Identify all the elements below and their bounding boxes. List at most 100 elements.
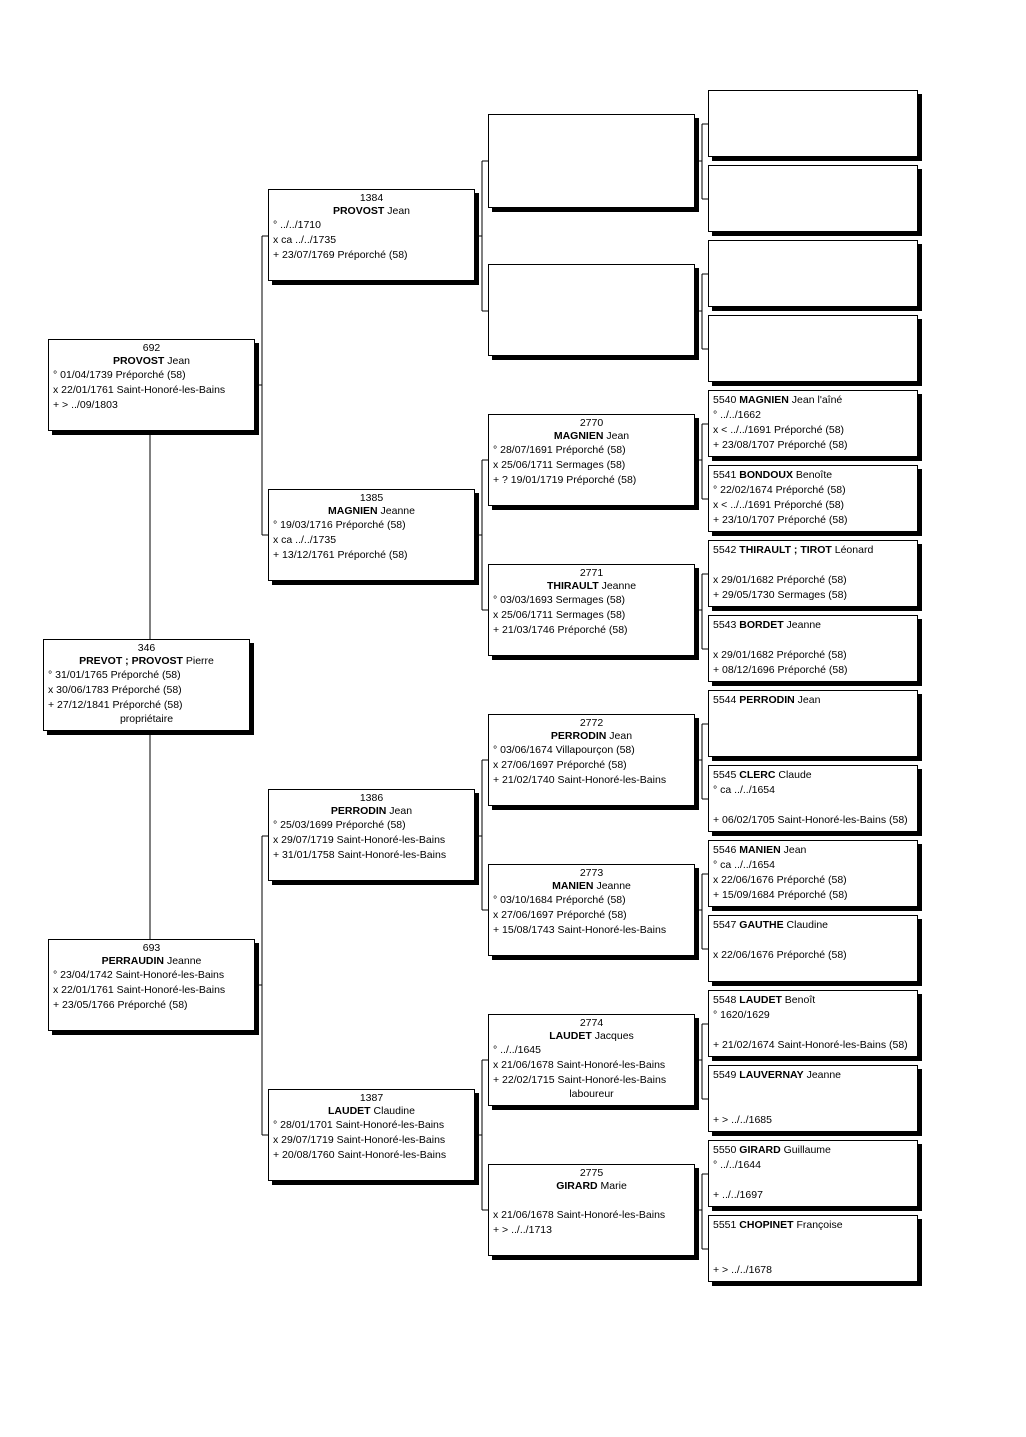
death-line: + 23/05/1766 Préporché (58) bbox=[53, 999, 188, 1011]
sosa-number: 1387 bbox=[359, 1092, 384, 1104]
birth-line bbox=[713, 1233, 913, 1248]
surname: GIRARD bbox=[739, 1144, 781, 1156]
person-card-346[interactable]: 346 PREVOT ; PROVOST Pierre ° 31/01/1765… bbox=[43, 639, 250, 731]
person-card-2773[interactable]: 2773 MANIEN Jeanne ° 03/10/1684 Préporch… bbox=[488, 864, 695, 956]
birth-line: ° 25/03/1699 Préporché (58) bbox=[273, 819, 406, 831]
death-line: + 23/10/1707 Préporché (58) bbox=[713, 514, 848, 526]
given-name: Claudine bbox=[786, 919, 828, 931]
given-name: Jean bbox=[797, 694, 821, 706]
birth-line: ° ../../1710 bbox=[273, 219, 321, 231]
person-card-2771[interactable]: 2771 THIRAULT Jeanne ° 03/03/1693 Sermag… bbox=[488, 564, 695, 656]
person-card-5540[interactable]: 5540 MAGNIEN Jean l'aîné ° ../../1662 x … bbox=[708, 390, 918, 457]
birth-line bbox=[713, 633, 913, 648]
death-line: + 21/03/1746 Préporché (58) bbox=[493, 624, 628, 636]
person-card-5545[interactable]: 5545 CLERC Claude ° ca ../../1654 + 06/0… bbox=[708, 765, 918, 832]
person-card-5549[interactable]: 5549 LAUVERNAY Jeanne + > ../../1685 bbox=[708, 1065, 918, 1132]
given-name: Jean bbox=[167, 355, 191, 367]
given-name: Pierre bbox=[185, 655, 214, 667]
surname: MANIEN bbox=[552, 880, 594, 892]
surname: PERRODIN bbox=[739, 694, 795, 706]
person-card-1386[interactable]: 1386 PERRODIN Jean ° 25/03/1699 Préporch… bbox=[268, 789, 475, 881]
given-name: Jeanne bbox=[380, 505, 415, 517]
marriage-line: x 22/01/1761 Saint-Honoré-les-Bains bbox=[53, 384, 226, 396]
death-line: + 15/08/1743 Saint-Honoré-les-Bains bbox=[493, 924, 667, 936]
sosa-number: 5541 bbox=[713, 469, 737, 481]
death-line: + 21/02/1740 Saint-Honoré-les-Bains bbox=[493, 774, 667, 786]
person-card-2772[interactable]: 2772 PERRODIN Jean ° 03/06/1674 Villapou… bbox=[488, 714, 695, 806]
marriage-line: x 29/07/1719 Saint-Honoré-les-Bains bbox=[273, 834, 446, 846]
person-card-5551[interactable]: 5551 CHOPINET Françoise + > ../../1678 bbox=[708, 1215, 918, 1282]
death-line bbox=[713, 738, 913, 753]
person-card-2770[interactable]: 2770 MAGNIEN Jean ° 28/07/1691 Préporché… bbox=[488, 414, 695, 506]
birth-line: ° 23/04/1742 Saint-Honoré-les-Bains bbox=[53, 969, 225, 981]
death-line: + ? 19/01/1719 Préporché (58) bbox=[493, 474, 637, 486]
person-card-5542[interactable]: 5542 THIRAULT ; TIROT Léonard x 29/01/16… bbox=[708, 540, 918, 607]
sosa-number: 5549 bbox=[713, 1069, 737, 1081]
birth-line: ° 03/03/1693 Sermages (58) bbox=[493, 594, 626, 606]
person-card-5546[interactable]: 5546 MANIEN Jean ° ca ../../1654 x 22/06… bbox=[708, 840, 918, 907]
empty-person-card[interactable] bbox=[708, 315, 918, 382]
sosa-number: 5551 bbox=[713, 1219, 737, 1231]
given-name: Léonard bbox=[834, 544, 874, 556]
person-card-1385[interactable]: 1385 MAGNIEN Jeanne ° 19/03/1716 Préporc… bbox=[268, 489, 475, 581]
marriage-line: x < ../../1691 Préporché (58) bbox=[713, 499, 845, 511]
birth-line: ° 1620/1629 bbox=[713, 1009, 770, 1021]
marriage-line: x 29/01/1682 Préporché (58) bbox=[713, 649, 847, 661]
person-card-5544[interactable]: 5544 PERRODIN Jean bbox=[708, 690, 918, 757]
marriage-line bbox=[713, 798, 913, 813]
sosa-number: 5544 bbox=[713, 694, 737, 706]
given-name: Jean bbox=[387, 205, 411, 217]
empty-person-card[interactable] bbox=[708, 240, 918, 307]
marriage-line: x 27/06/1697 Préporché (58) bbox=[493, 909, 627, 921]
death-line: + 08/12/1696 Préporché (58) bbox=[713, 664, 848, 676]
empty-person-card[interactable] bbox=[708, 165, 918, 232]
empty-person-card[interactable] bbox=[488, 114, 695, 208]
person-card-5543[interactable]: 5543 BORDET Jeanne x 29/01/1682 Préporch… bbox=[708, 615, 918, 682]
birth-line: ° ../../1645 bbox=[493, 1044, 541, 1056]
person-card-2774[interactable]: 2774 LAUDET Jacques ° ../../1645 x 21/06… bbox=[488, 1014, 695, 1106]
surname: MAGNIEN bbox=[553, 430, 604, 442]
given-name: Benoît bbox=[784, 994, 816, 1006]
given-name: Jean bbox=[606, 430, 630, 442]
person-card-5548[interactable]: 5548 LAUDET Benoît ° 1620/1629 + 21/02/1… bbox=[708, 990, 918, 1057]
marriage-line: x 22/01/1761 Saint-Honoré-les-Bains bbox=[53, 984, 226, 996]
given-name: Françoise bbox=[796, 1219, 843, 1231]
sosa-number: 1385 bbox=[359, 492, 384, 504]
death-line: + 29/05/1730 Sermages (58) bbox=[713, 589, 847, 601]
given-name: Jeanne bbox=[786, 619, 821, 631]
sosa-number: 5545 bbox=[713, 769, 737, 781]
person-card-692[interactable]: 692 PROVOST Jean ° 01/04/1739 Préporché … bbox=[48, 339, 255, 431]
surname: PROVOST bbox=[112, 355, 165, 367]
empty-person-card[interactable] bbox=[488, 264, 695, 356]
sosa-number: 2770 bbox=[579, 417, 604, 429]
sosa-number: 1386 bbox=[359, 792, 384, 804]
person-card-5550[interactable]: 5550 GIRARD Guillaume ° ../../1644 + ../… bbox=[708, 1140, 918, 1207]
death-line: + 23/08/1707 Préporché (58) bbox=[713, 439, 848, 451]
person-card-5541[interactable]: 5541 BONDOUX Benoîte ° 22/02/1674 Prépor… bbox=[708, 465, 918, 532]
surname: LAUDET bbox=[549, 1030, 592, 1042]
empty-person-card[interactable] bbox=[708, 90, 918, 157]
marriage-line bbox=[713, 723, 913, 738]
sosa-number: 5546 bbox=[713, 844, 737, 856]
sosa-number: 5548 bbox=[713, 994, 737, 1006]
person-card-2775[interactable]: 2775 GIRARD Marie x 21/06/1678 Saint-Hon… bbox=[488, 1164, 695, 1256]
surname: CHOPINET bbox=[739, 1219, 794, 1231]
sosa-number: 2772 bbox=[579, 717, 604, 729]
surname: PERRAUDIN bbox=[101, 955, 165, 967]
given-name: Marie bbox=[600, 1180, 627, 1192]
death-line: + ../../1697 bbox=[713, 1189, 763, 1201]
birth-line: ° ca ../../1654 bbox=[713, 859, 775, 871]
given-name: Jeanne bbox=[596, 880, 631, 892]
given-name: Claude bbox=[778, 769, 812, 781]
sosa-number: 693 bbox=[142, 942, 161, 954]
surname: LAUVERNAY bbox=[739, 1069, 804, 1081]
person-card-1387[interactable]: 1387 LAUDET Claudine ° 28/01/1701 Saint-… bbox=[268, 1089, 475, 1181]
surname: BORDET bbox=[739, 619, 784, 631]
person-card-693[interactable]: 693 PERRAUDIN Jeanne ° 23/04/1742 Saint-… bbox=[48, 939, 255, 1031]
person-card-1384[interactable]: 1384 PROVOST Jean ° ../../1710 x ca ../.… bbox=[268, 189, 475, 281]
surname: MAGNIEN bbox=[328, 505, 378, 517]
person-card-5547[interactable]: 5547 GAUTHE Claudine x 22/06/1676 Prépor… bbox=[708, 915, 918, 982]
surname: CLERC bbox=[739, 769, 776, 781]
marriage-line bbox=[713, 1173, 913, 1188]
birth-line bbox=[713, 933, 913, 948]
